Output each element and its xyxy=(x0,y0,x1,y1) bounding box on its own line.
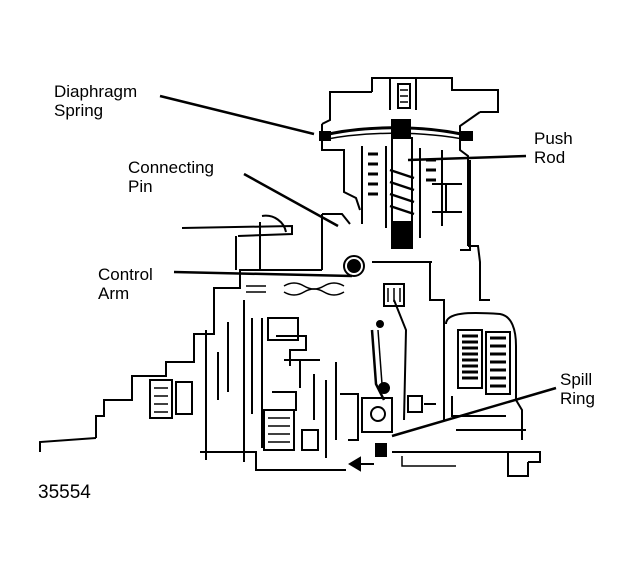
label-connecting-pin-line1: Connecting xyxy=(128,158,215,177)
linkage-area xyxy=(181,213,408,433)
label-push-rod-line1: Push xyxy=(534,129,573,148)
leader-diaphragm-spring xyxy=(159,94,315,136)
label-control-arm-line2: Arm xyxy=(98,284,130,303)
label-diaphragm-spring: Diaphragm Spring xyxy=(54,82,137,120)
leader-spill-ring xyxy=(391,386,557,438)
label-spill-ring-line2: Ring xyxy=(560,389,595,408)
figure-number: 35554 xyxy=(38,482,91,503)
label-diaphragm-spring-line2: Spring xyxy=(54,101,104,120)
label-spill-ring-line1: Spill xyxy=(560,370,593,389)
label-push-rod: Push Rod xyxy=(534,129,573,167)
leader-push-rod xyxy=(407,154,527,162)
label-connecting-pin: Connecting Pin xyxy=(128,158,214,196)
pump-body xyxy=(39,245,541,477)
label-spill-ring: Spill Ring xyxy=(560,370,595,408)
label-control-arm-line1: Control xyxy=(98,265,153,284)
leader-connecting-pin xyxy=(243,172,339,228)
label-control-arm: Control Arm xyxy=(98,265,153,303)
label-connecting-pin-line2: Pin xyxy=(128,177,153,196)
label-push-rod-line2: Rod xyxy=(534,148,566,167)
pump-head xyxy=(319,77,499,251)
label-diaphragm-spring-line1: Diaphragm xyxy=(54,82,138,101)
leader-control-arm xyxy=(173,270,353,278)
leader-lines xyxy=(159,94,557,438)
